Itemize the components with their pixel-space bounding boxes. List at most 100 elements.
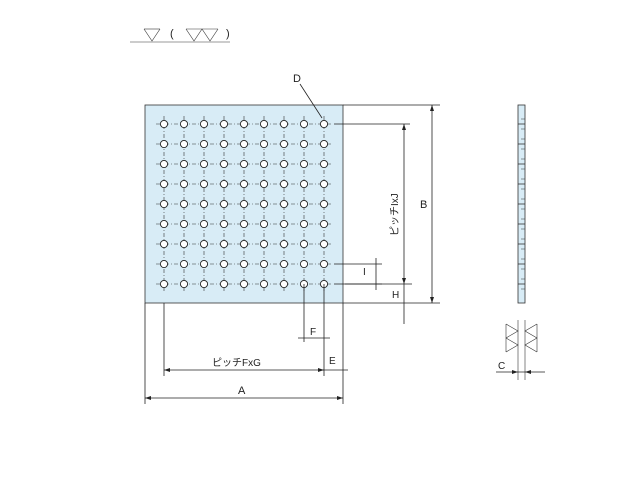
label-E: E xyxy=(329,356,336,367)
hole xyxy=(239,239,249,249)
hole xyxy=(279,199,289,209)
hole xyxy=(299,239,309,249)
hole xyxy=(199,179,209,189)
hole xyxy=(159,179,169,189)
hole xyxy=(299,159,309,169)
hole xyxy=(199,159,209,169)
dimension-E: E xyxy=(320,356,348,371)
label-A: A xyxy=(238,385,246,397)
hole xyxy=(159,139,169,149)
hole xyxy=(319,219,329,229)
dimension-pitch-IxJ: ピッチIxJ xyxy=(334,123,410,284)
hole xyxy=(219,139,229,149)
label-C: C xyxy=(498,361,505,372)
hole xyxy=(159,279,169,289)
dimension-H: H xyxy=(345,283,412,324)
label-D: D xyxy=(293,73,301,85)
hole xyxy=(219,119,229,129)
label-H: H xyxy=(392,290,399,301)
hole xyxy=(259,159,269,169)
hole xyxy=(259,119,269,129)
hole xyxy=(179,219,189,229)
hole xyxy=(259,139,269,149)
label-I: I xyxy=(363,267,366,278)
hole xyxy=(279,139,289,149)
hole xyxy=(179,179,189,189)
hole xyxy=(299,179,309,189)
hole xyxy=(279,219,289,229)
hole xyxy=(239,159,249,169)
hole xyxy=(279,259,289,269)
dimension-pitch-FxG: ピッチFxG xyxy=(164,357,324,372)
hole xyxy=(299,119,309,129)
label-B: B xyxy=(420,199,427,211)
hole xyxy=(279,239,289,249)
hole xyxy=(179,199,189,209)
hole xyxy=(199,239,209,249)
hole xyxy=(259,279,269,289)
hole xyxy=(259,259,269,269)
hole xyxy=(239,219,249,229)
finish-triangle-double-1 xyxy=(185,28,203,42)
hole xyxy=(179,259,189,269)
hole xyxy=(219,159,229,169)
hole xyxy=(299,139,309,149)
hole xyxy=(179,279,189,289)
hole xyxy=(159,259,169,269)
label-F: F xyxy=(310,327,316,338)
hole xyxy=(319,239,329,249)
hole xyxy=(219,179,229,189)
hole xyxy=(239,119,249,129)
hole xyxy=(299,259,309,269)
hole xyxy=(299,219,309,229)
hole xyxy=(319,119,329,129)
finish-open-paren: ( xyxy=(170,28,174,40)
dimension-C: C xyxy=(496,361,545,374)
hole xyxy=(159,239,169,249)
hole xyxy=(319,259,329,269)
hole xyxy=(219,219,229,229)
hole xyxy=(239,179,249,189)
hole xyxy=(239,259,249,269)
hole xyxy=(239,199,249,209)
hole xyxy=(199,199,209,209)
hole xyxy=(159,119,169,129)
finish-close-paren: ) xyxy=(226,28,230,40)
hole xyxy=(279,159,289,169)
hole xyxy=(199,219,209,229)
dimension-F: F xyxy=(298,327,330,339)
hole xyxy=(239,279,249,289)
finish-triangle-single xyxy=(143,28,161,42)
hole xyxy=(319,159,329,169)
hole xyxy=(259,239,269,249)
hole xyxy=(159,159,169,169)
hole xyxy=(279,119,289,129)
extension-lines-bottom xyxy=(144,284,344,404)
hole xyxy=(179,239,189,249)
hole xyxy=(219,199,229,209)
finish-triangle-double-2 xyxy=(201,28,219,42)
hole xyxy=(199,279,209,289)
label-pitch-IxJ: ピッチIxJ xyxy=(389,193,401,236)
surface-finish-symbol: ( ) xyxy=(130,28,230,43)
hole xyxy=(219,239,229,249)
hole-grid xyxy=(159,119,329,289)
hole xyxy=(219,259,229,269)
hole xyxy=(159,219,169,229)
dimension-A: A xyxy=(145,385,343,400)
plate-side-view xyxy=(517,104,526,304)
hole xyxy=(199,259,209,269)
hole xyxy=(159,199,169,209)
hole xyxy=(239,139,249,149)
hole xyxy=(319,139,329,149)
side-finish-symbols xyxy=(505,320,538,380)
dimension-B: B xyxy=(343,104,440,304)
hole xyxy=(199,119,209,129)
hole xyxy=(179,139,189,149)
hole xyxy=(319,179,329,189)
hole xyxy=(279,279,289,289)
dimension-D: D xyxy=(293,73,323,119)
hole xyxy=(279,179,289,189)
hole xyxy=(179,159,189,169)
